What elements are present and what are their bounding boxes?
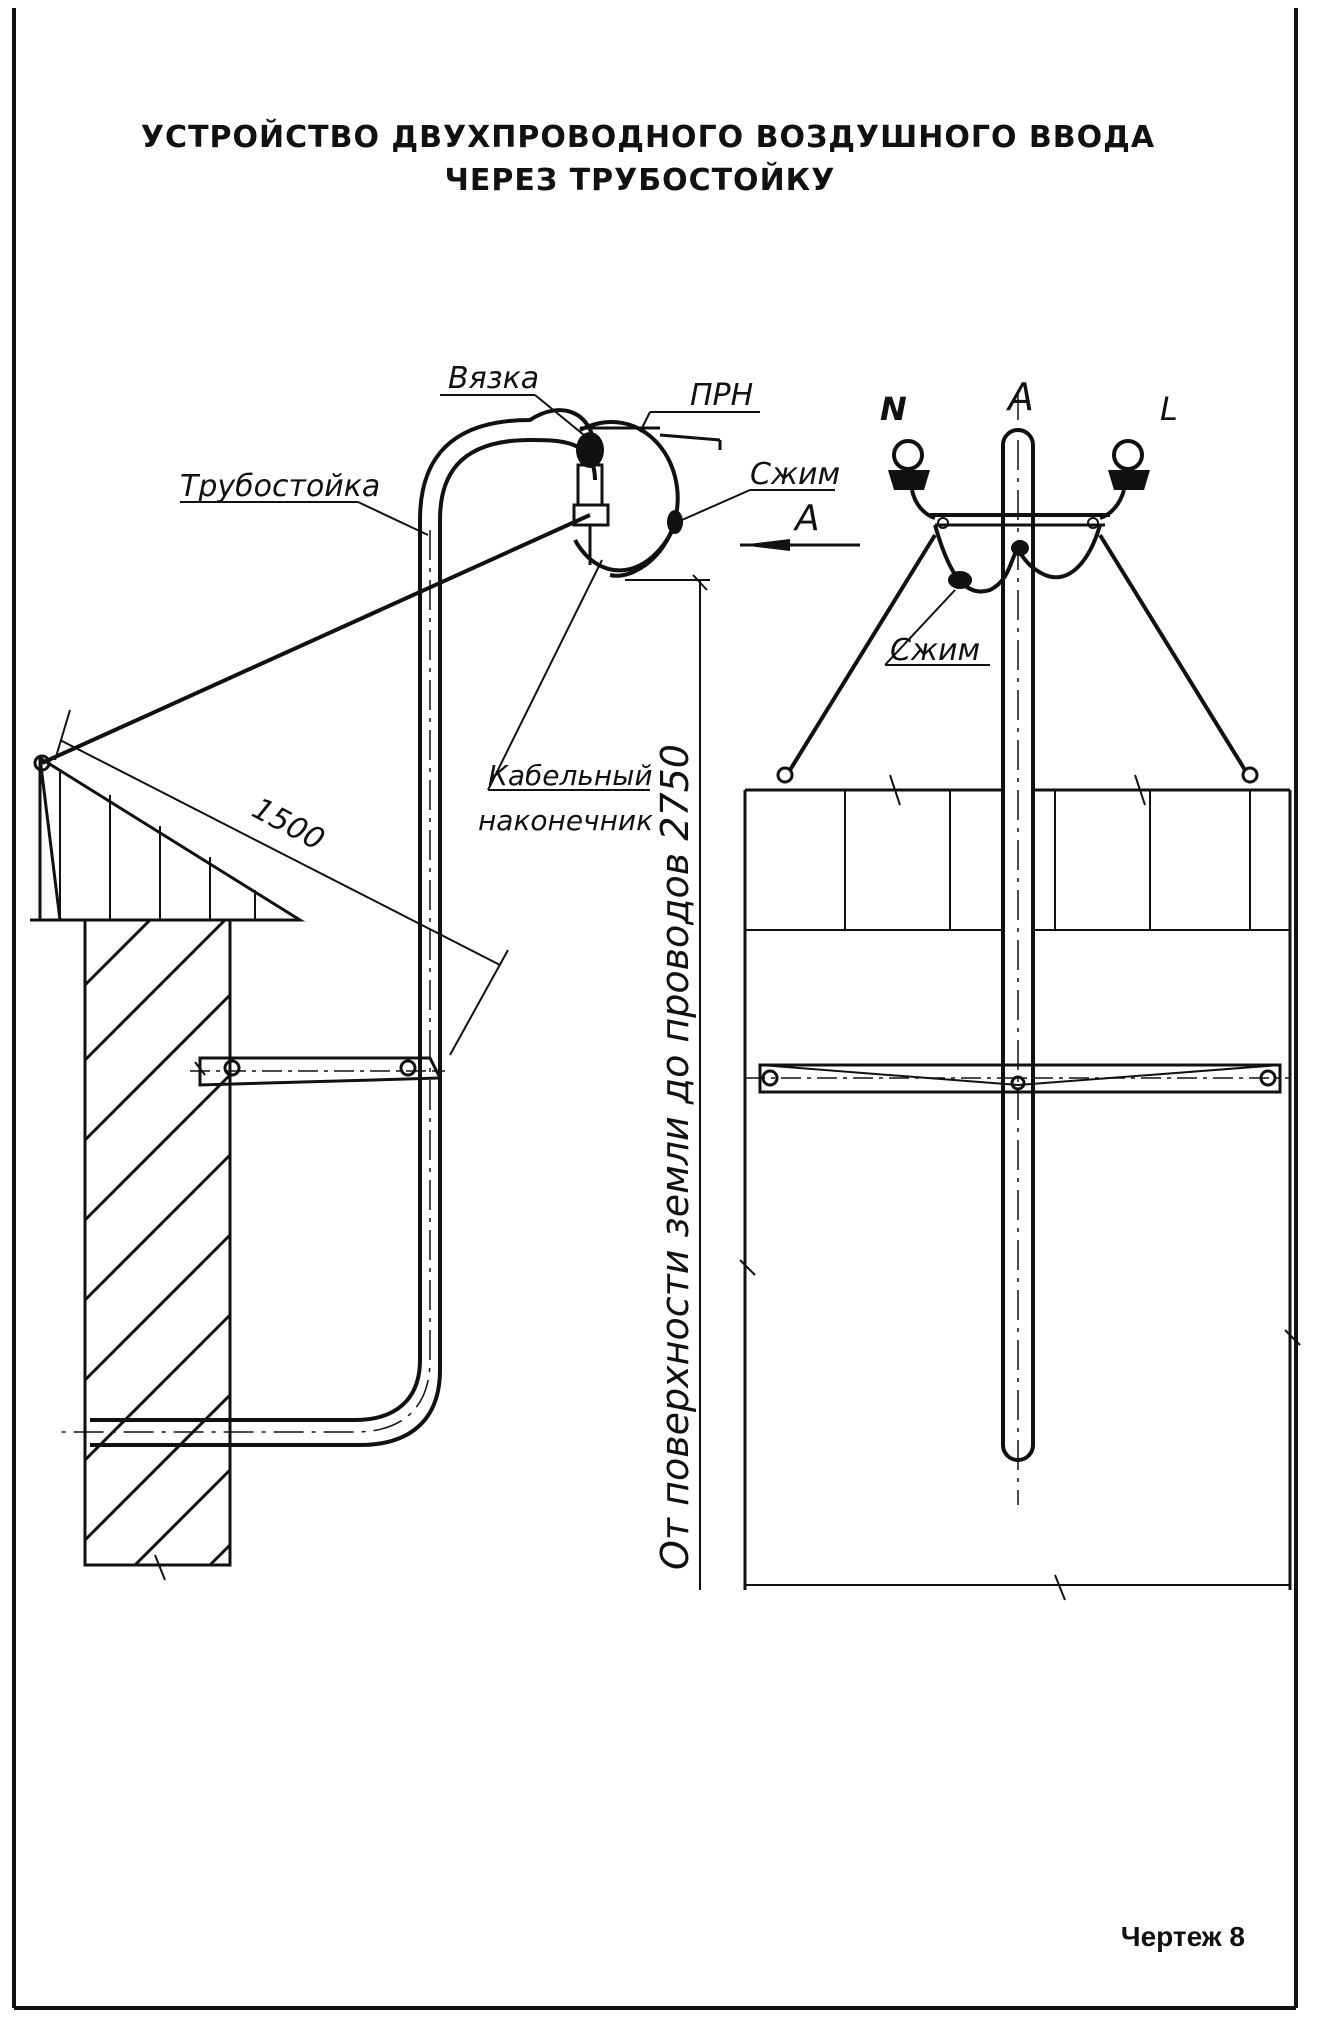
side-view <box>30 394 860 1590</box>
drawing-frame <box>12 8 1298 2010</box>
building-wall <box>83 918 232 1581</box>
front-bracket <box>745 1063 1290 1094</box>
front-view <box>739 390 1301 1601</box>
dimension-2750 <box>625 574 710 1590</box>
label-vyazka: Вязка <box>448 361 539 396</box>
label-cable-tip-2: наконечник <box>478 804 653 837</box>
label-trubostoyka: Трубостойка <box>180 469 380 504</box>
front-pipe <box>1001 390 1035 1505</box>
label-zhim-side: Сжим <box>750 457 840 492</box>
label-cable-tip-1: Кабельный <box>488 759 653 792</box>
front-insulator-l <box>1099 439 1150 520</box>
front-wires <box>776 524 1259 784</box>
roof <box>30 755 306 922</box>
pipe-stand <box>60 408 597 1447</box>
wall-bracket <box>190 1056 445 1087</box>
front-insulator-n <box>888 439 936 520</box>
label-prn: ПРН <box>690 378 753 413</box>
label-dim-vertical: От поверхности земли до проводов 2750 <box>653 744 697 1570</box>
label-phase-l: L <box>1160 390 1178 428</box>
leader-lines <box>180 394 835 791</box>
label-zhim-front: Сжим <box>890 633 980 668</box>
view-a-arrow <box>740 539 860 551</box>
label-phase-a: А <box>1005 375 1034 419</box>
sheet-number: Чертеж 8 <box>1121 1921 1245 1952</box>
label-view-a: А <box>793 498 820 539</box>
front-crossarm <box>930 513 1110 529</box>
label-dim-1500: 1500 <box>246 791 330 858</box>
title-line-1: УСТРОЙСТВО ДВУХПРОВОДНОГО ВОЗДУШНОГО ВВО… <box>141 119 1155 155</box>
insulator-assembly-side <box>572 420 722 578</box>
dimension-1500 <box>54 709 509 1056</box>
guy-wire <box>41 513 591 765</box>
label-phase-n: N <box>880 390 907 428</box>
title-line-2: ЧЕРЕЗ ТРУБОСТОЙКУ <box>445 162 836 198</box>
guy-wire-anchor <box>33 754 51 772</box>
